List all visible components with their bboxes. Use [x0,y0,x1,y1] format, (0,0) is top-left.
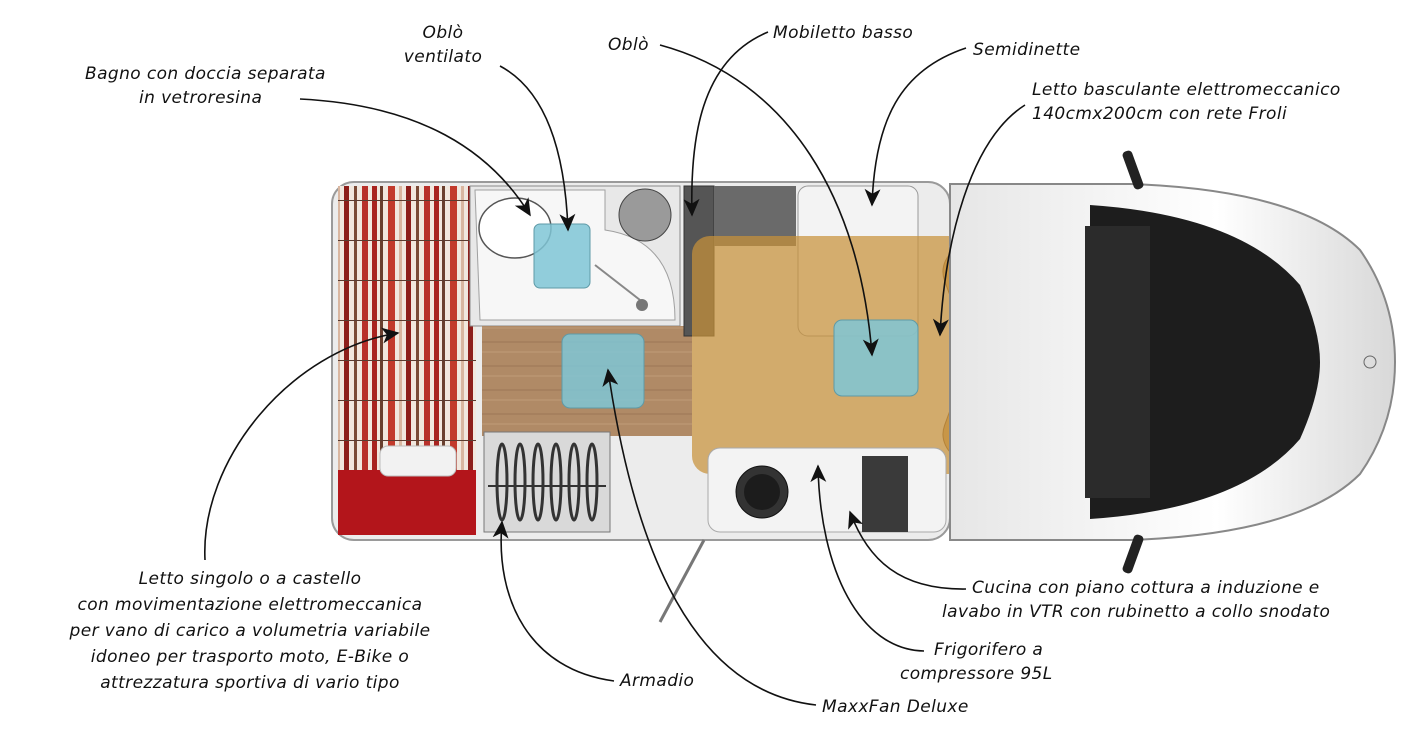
arrow-letto-singolo [204,327,400,561]
mirror-right [1122,534,1144,574]
shower-drain [594,264,641,301]
label-mobiletto: Mobiletto basso [773,23,913,43]
brand-logo-icon [1363,355,1377,369]
label-bagno-line1: Bagno con doccia separata [85,64,326,84]
rear-bed-pillow [379,445,457,477]
kitchen-sink-inner [744,474,780,510]
arrow-oblo [659,44,879,357]
label-letto-singolo-line3: per vano di carico a volumetria variabil… [69,621,431,641]
skylight-bathroom [533,223,591,289]
label-letto-singolo-line1: Letto singolo o a castello [139,569,362,589]
arrow-frigorifero [810,464,925,652]
arrow-semidinette [864,47,967,207]
arrow-maxxfan [602,368,817,706]
label-frigorifero-line1: Frigorifero a [934,640,1043,660]
wardrobe-hangers [488,442,606,522]
bathroom-sink [618,188,672,242]
label-letto-singolo-line2: con movimentazione elettromeccanica [78,595,423,615]
label-armadio: Armadio [619,671,694,691]
label-cucina-line1: Cucina con piano cottura a induzione e [972,578,1320,598]
label-bagno-line2: in vetroresina [139,88,262,108]
induction-hob [862,456,908,532]
arrow-mobiletto [683,31,769,217]
callout-labels: Bagno con doccia separata in vetroresina… [69,23,1341,717]
label-oblo: Oblò [608,35,649,55]
label-frigorifero-line2: compressore 95L [900,664,1053,684]
rear-bed-fabric [338,186,476,476]
label-oblo-ventilato-line2: ventilato [404,47,483,67]
label-cucina-line2: lavabo in VTR con rubinetto a collo snod… [942,602,1330,622]
label-maxxfan: MaxxFan Deluxe [822,697,969,717]
shower-head [636,299,648,311]
label-letto-singolo-line5: attrezzatura sportiva di vario tipo [100,673,400,693]
skylight-maxxfan [561,333,645,409]
callout-arrows [204,31,1026,706]
arrow-bagno [299,98,531,217]
skylight-living [833,319,919,397]
label-letto-singolo-line4: idoneo per trasporto moto, E-Bike o [91,647,409,667]
arrow-letto-basculante [932,104,1026,337]
arrow-cucina [848,510,967,590]
label-letto-basculante-line2: 140cmx200cm con rete Froli [1032,104,1287,124]
entry-door [658,539,706,623]
arrow-armadio [492,520,615,682]
label-semidinette: Semidinette [973,40,1080,60]
label-oblo-ventilato-line1: Oblò [423,23,464,43]
mirror-left [1122,150,1144,190]
floorplan [331,150,1397,623]
dashboard [1085,226,1150,498]
label-letto-basculante-line1: Letto basculante elettromeccanico [1032,80,1341,100]
arrow-oblo-ventilato [499,65,576,232]
rear-bed-red-cover [338,470,476,535]
